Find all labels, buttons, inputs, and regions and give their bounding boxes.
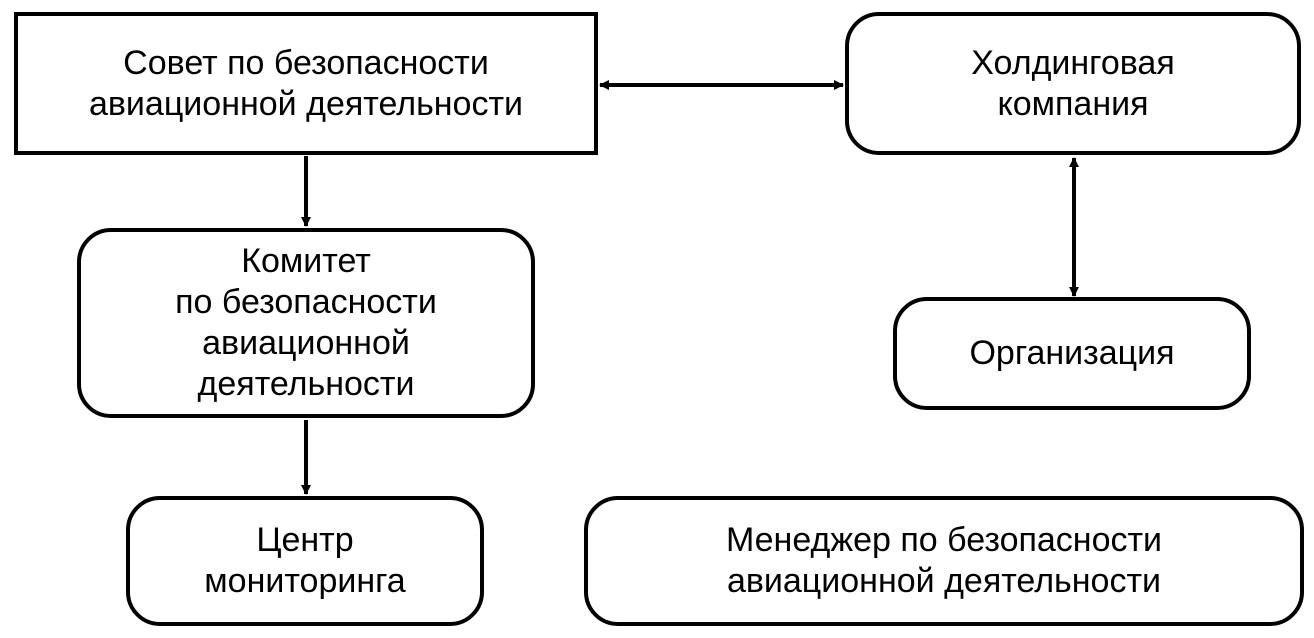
monitoring-center-box: Центр мониторинга [126, 496, 484, 626]
holding-label: Холдинговая компания [971, 43, 1175, 123]
organization-box: Организация [893, 297, 1251, 410]
holding-box: Холдинговая компания [845, 12, 1301, 155]
committee-box: Комитет по безопасности авиационной деят… [77, 228, 535, 418]
council-box: Совет по безопасности авиационной деятел… [14, 12, 598, 155]
council-label: Совет по безопасности авиационной деятел… [88, 43, 524, 123]
committee-label: Комитет по безопасности авиационной деят… [175, 242, 437, 403]
monitoring-center-label: Центр мониторинга [204, 521, 406, 600]
organization-label: Организация [969, 334, 1175, 372]
safety-manager-label: Менеджер по безопасности авиационной дея… [725, 521, 1163, 600]
safety-manager-box: Менеджер по безопасности авиационной дея… [584, 496, 1304, 626]
